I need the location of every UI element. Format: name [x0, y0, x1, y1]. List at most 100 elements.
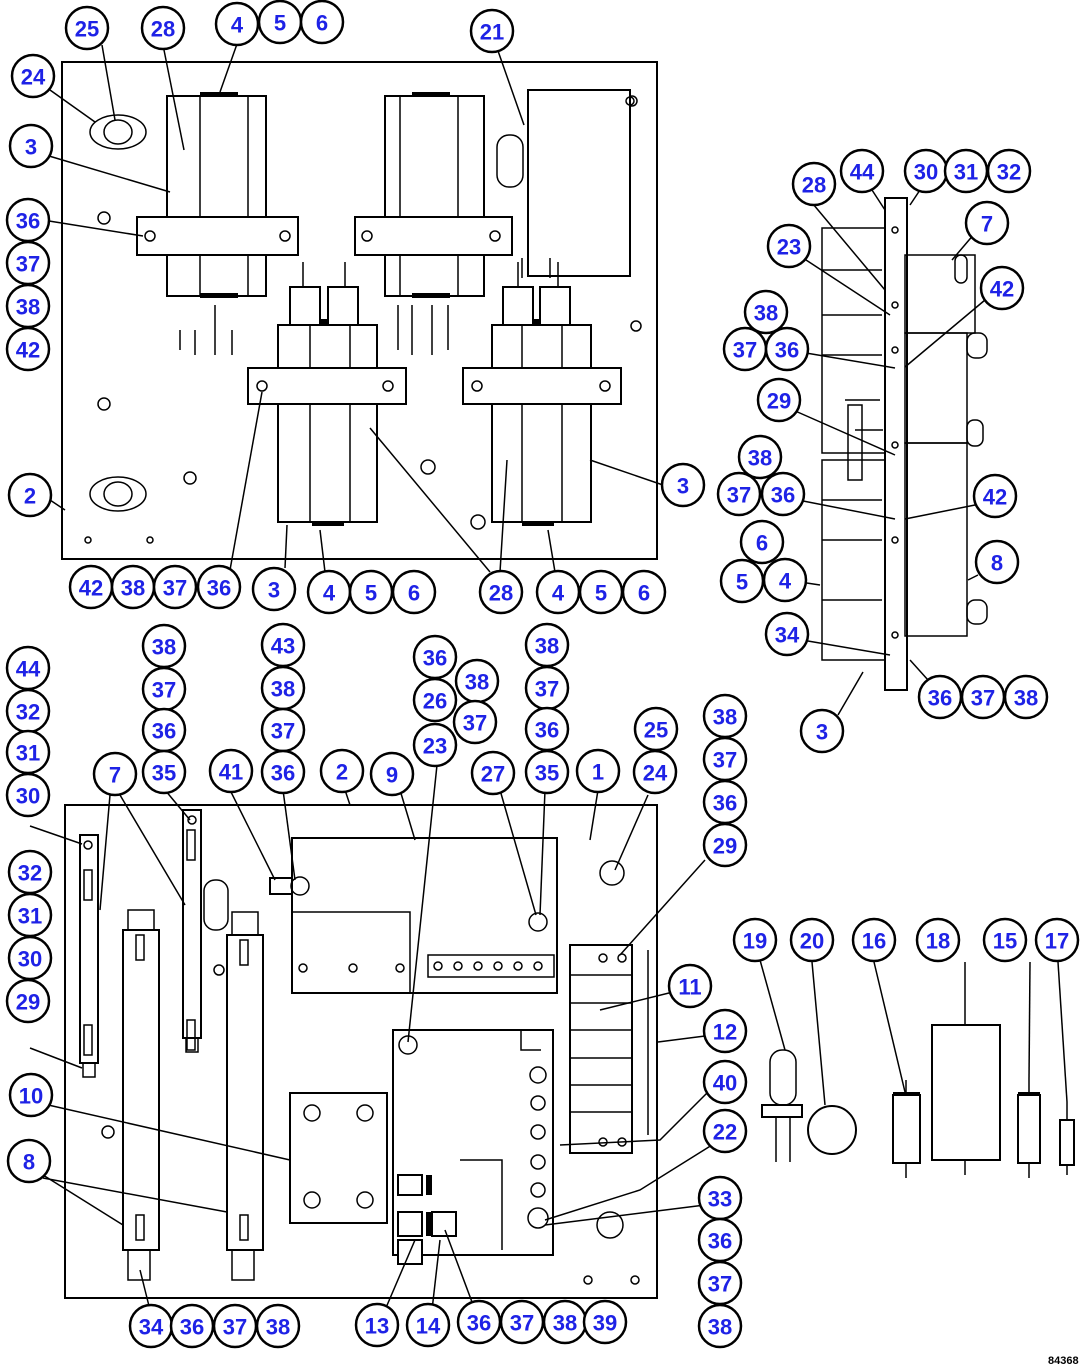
callout-38: 38 [141, 623, 187, 669]
callout-label: 16 [862, 929, 886, 954]
callout-label: 42 [990, 277, 1014, 302]
callout-label: 36 [708, 1229, 732, 1254]
callout-36: 36 [412, 634, 458, 680]
callout-circle [743, 289, 789, 335]
callout-label: 40 [713, 1071, 737, 1096]
callout-circle [621, 569, 667, 615]
callout-label: 36 [771, 483, 795, 508]
callout-label: 33 [708, 1187, 732, 1212]
callout-circle [766, 223, 812, 269]
callout-31: 31 [943, 148, 989, 194]
callout-label: 24 [643, 761, 668, 786]
callout-label: 28 [151, 17, 175, 42]
callout-label: 4 [231, 13, 244, 38]
callout-24: 24 [632, 749, 678, 795]
callout-circle [208, 748, 254, 794]
callout-36: 36 [5, 197, 51, 243]
callout-42: 42 [5, 326, 51, 372]
callout-label: 37 [223, 1315, 247, 1340]
callout-label: 3 [677, 474, 689, 499]
callout-38: 38 [260, 665, 306, 711]
callout-label: 36 [713, 791, 737, 816]
callout-11: 11 [667, 963, 713, 1009]
callout-circle [10, 53, 56, 99]
callout-circle [737, 434, 783, 480]
callout-circle [1003, 674, 1049, 720]
callout-label: 4 [323, 581, 336, 606]
callout-circle [582, 1299, 628, 1345]
callout-label: 4 [779, 569, 792, 594]
callout-23: 23 [412, 722, 458, 768]
callout-32: 32 [7, 849, 53, 895]
callout-circle [140, 5, 186, 51]
callout-circle [716, 471, 762, 517]
callout-44: 44 [839, 148, 885, 194]
callout-circle [469, 8, 515, 54]
callout-33: 33 [697, 1175, 743, 1221]
callout-label: 22 [713, 1120, 737, 1145]
callout-circle [5, 978, 51, 1024]
callout-circle [851, 917, 897, 963]
callout-26: 26 [412, 677, 458, 723]
callout-label: 30 [914, 160, 938, 185]
callout-6: 6 [299, 0, 345, 45]
callout-37: 37 [722, 326, 768, 372]
callout-circle [632, 749, 678, 795]
callout-4: 4 [214, 1, 260, 47]
callout-37: 37 [697, 1260, 743, 1306]
callout-27: 27 [470, 750, 516, 796]
callout-38: 38 [743, 289, 789, 335]
callout-20: 20 [789, 917, 835, 963]
callout-label: 1 [592, 760, 604, 785]
side-view-assembly [821, 197, 988, 691]
callout-label: 32 [997, 160, 1021, 185]
callout-37: 37 [452, 699, 498, 745]
callout-21: 21 [469, 8, 515, 54]
callout-label: 18 [926, 929, 950, 954]
callout-label: 38 [271, 677, 295, 702]
callout-circle [8, 1072, 54, 1118]
callout-38: 38 [697, 1303, 743, 1349]
callout-circle [964, 200, 1010, 246]
callout-label: 31 [954, 160, 978, 185]
callout-label: 32 [16, 700, 40, 725]
callout-label: 38 [708, 1315, 732, 1340]
callout-label: 37 [510, 1311, 534, 1336]
callout-29: 29 [5, 978, 51, 1024]
callout-label: 38 [465, 670, 489, 695]
loose-parts [761, 1010, 1075, 1178]
callout-label: 37 [463, 711, 487, 736]
callout-29: 29 [702, 822, 748, 868]
callout-label: 42 [983, 485, 1007, 510]
callout-circle [839, 148, 885, 194]
callout-3: 3 [660, 462, 706, 508]
callout-37: 37 [5, 240, 51, 286]
callout-label: 28 [489, 581, 513, 606]
callout-label: 36 [423, 646, 447, 671]
callout-2: 2 [319, 748, 365, 794]
callout-7: 7 [964, 200, 1010, 246]
callout-label: 38 [1014, 686, 1038, 711]
callout-label: 37 [727, 483, 751, 508]
callout-circle [760, 471, 806, 517]
callout-37: 37 [152, 564, 198, 610]
callout-label: 37 [535, 677, 559, 702]
callout-label: 30 [16, 784, 40, 809]
callout-label: 10 [19, 1084, 43, 1109]
callout-label: 17 [1045, 929, 1069, 954]
reference-code: 84368 [1048, 1355, 1079, 1367]
callout-32: 32 [5, 688, 51, 734]
callout-label: 23 [423, 734, 447, 759]
callout-label: 43 [271, 634, 295, 659]
callout-circle [702, 822, 748, 868]
callout-label: 6 [316, 11, 328, 36]
upper-panel-assembly [61, 61, 658, 560]
callout-label: 36 [775, 338, 799, 363]
callout-label: 38 [748, 446, 772, 471]
callout-17: 17 [1034, 917, 1080, 963]
callout-circle [251, 566, 297, 612]
callout-8: 8 [6, 1138, 52, 1184]
callout-label: 36 [535, 718, 559, 743]
callout-circle [974, 539, 1020, 585]
callout-14: 14 [405, 1302, 451, 1348]
